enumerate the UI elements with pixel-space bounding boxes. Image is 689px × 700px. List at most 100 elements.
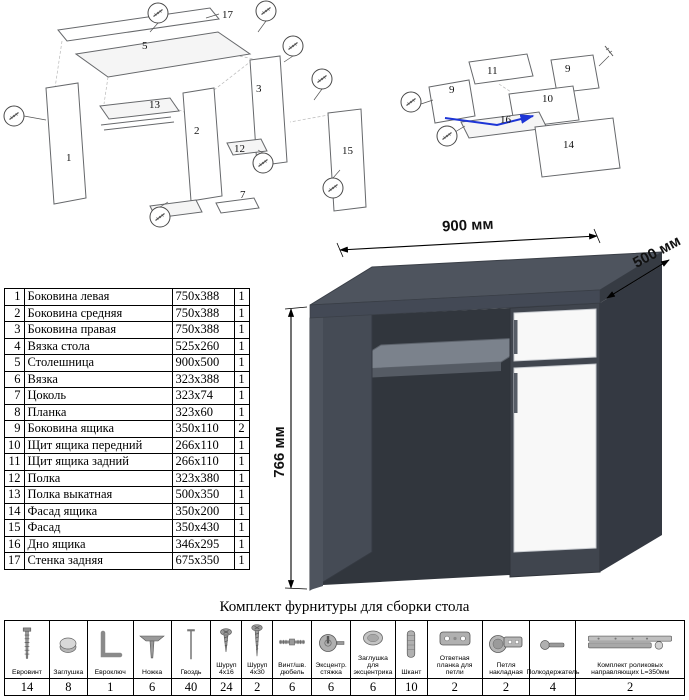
part-number: 7: [4, 387, 25, 405]
tray-rail: [103, 121, 175, 131]
part-size: 266x110: [171, 453, 235, 471]
part-number: 8: [4, 403, 25, 421]
dowel-icon: [399, 622, 423, 669]
part-panel-9a: [428, 79, 476, 124]
keyboard-tray-edge: [341, 362, 501, 379]
hw-col-shurup-4x16: Шуруп 4x16 24: [210, 621, 242, 695]
hw-label: Шуруп 4x16: [216, 661, 237, 676]
part-qty: 1: [233, 387, 250, 405]
part-name: Полка: [23, 469, 173, 487]
part-name: Вязка стола: [23, 337, 173, 355]
hw-cell: Шкант: [396, 621, 427, 678]
part-qty: 1: [233, 403, 250, 421]
part-panel-5: [74, 31, 252, 78]
part-qty: 1: [233, 354, 250, 372]
part-name: Боковина средняя: [23, 304, 173, 322]
part-panel-13: [99, 97, 180, 120]
part-name: Боковина ящика: [23, 420, 173, 438]
hw-col-zaglushka-ekscentrika: Заглушка для эксцентрика 6: [350, 621, 395, 695]
part-panel-7: [215, 197, 260, 214]
part-size: 323x60: [171, 403, 235, 421]
hw-label: Ответная планка для петли: [436, 654, 473, 676]
part-number: 16: [4, 535, 25, 553]
hw-label: Шуруп 4x30: [247, 661, 268, 676]
part-name: Фасад: [23, 519, 173, 537]
hw-qty: 8: [49, 678, 87, 695]
part-size: 500x350: [171, 486, 235, 504]
part-panel-2: [182, 87, 223, 202]
hw-cell: Заглушка: [50, 621, 87, 678]
part-label: 14: [563, 139, 575, 151]
part-size: 675x350: [171, 552, 235, 570]
part-qty: 1: [233, 453, 250, 471]
hinge-plate-icon: [436, 622, 474, 655]
part-size: 323x388: [171, 370, 235, 388]
callout-screw-icon: [311, 68, 333, 90]
hw-col-shurup-4x30: Шуруп 4x30 2: [241, 621, 273, 695]
part-name: Планка: [23, 403, 173, 421]
hw-cell: Винт/шв. дюбель: [273, 621, 311, 678]
part-label: 11: [487, 65, 498, 77]
hw-cell: Евровинт: [5, 621, 49, 678]
exploded-view-desk: 17 5 1 13 2 3 12 15 7: [3, 0, 367, 228]
nail-icon: [179, 622, 203, 669]
part-size: 266x110: [171, 436, 235, 454]
hw-qty: 6: [133, 678, 171, 695]
cabinet-door: [513, 363, 597, 553]
part-size: 323x74: [171, 387, 235, 405]
part-size: 750x388: [171, 304, 235, 322]
part-size: 750x388: [171, 321, 235, 339]
part-name: Боковина левая: [23, 288, 173, 306]
part-qty: 1: [233, 486, 250, 504]
dimension-900: 900 мм: [336, 216, 601, 258]
hw-label: Ножка: [142, 668, 163, 676]
pedestal-side: [600, 265, 662, 572]
part-qty: 1: [233, 519, 250, 537]
hw-cell: Эксцентр. стяжка: [312, 621, 350, 678]
hw-col-polkoderzhatel: Полкодержатель 4: [526, 621, 579, 695]
hw-col-eurovint: Евровинт 14: [5, 621, 49, 695]
hw-col-vint-dyubel: Винт/шв. дюбель 6: [272, 621, 312, 695]
hw-qty: 6: [312, 678, 350, 695]
hw-label: Евровинт: [11, 668, 42, 676]
part-name: Стенка задняя: [23, 552, 173, 570]
hw-col-shkant: Шкант 10: [394, 621, 427, 695]
part-name: Дно ящика: [23, 535, 173, 553]
part-size: 525x260: [171, 337, 235, 355]
part-name: Столешница: [23, 354, 173, 372]
part-number: 3: [4, 321, 25, 339]
exploded-view-drawer: 11 9 9 10 16 14: [400, 45, 621, 178]
part-number: 9: [4, 420, 25, 438]
part-qty: 1: [233, 288, 250, 306]
part-size: 750x388: [171, 288, 235, 306]
part-number: 14: [4, 502, 25, 520]
part-qty: 1: [233, 370, 250, 388]
part-number: 2: [4, 304, 25, 322]
desk-render: 900 мм 500 мм 766 мм: [271, 216, 684, 591]
hw-qty: 2: [242, 678, 273, 695]
part-panel-11: [468, 53, 534, 85]
part-qty: 1: [233, 337, 250, 355]
part-number: 6: [4, 370, 25, 388]
hw-qty: 6: [273, 678, 312, 695]
dimension-width-label: 900 мм: [442, 216, 494, 236]
part-label: 9: [449, 84, 455, 96]
left-side-panel-edge: [310, 317, 323, 590]
shelf-pin-icon: [536, 622, 570, 669]
callout-screw-icon: [436, 125, 458, 147]
part-panel-14: [534, 117, 621, 178]
dimension-766: 766 мм: [271, 306, 308, 590]
drawer-slide-icon: [580, 622, 680, 662]
hw-col-zaglushka: Заглушка 8: [48, 621, 87, 695]
part-qty: 1: [233, 502, 250, 520]
hw-qty: 4: [530, 678, 576, 695]
